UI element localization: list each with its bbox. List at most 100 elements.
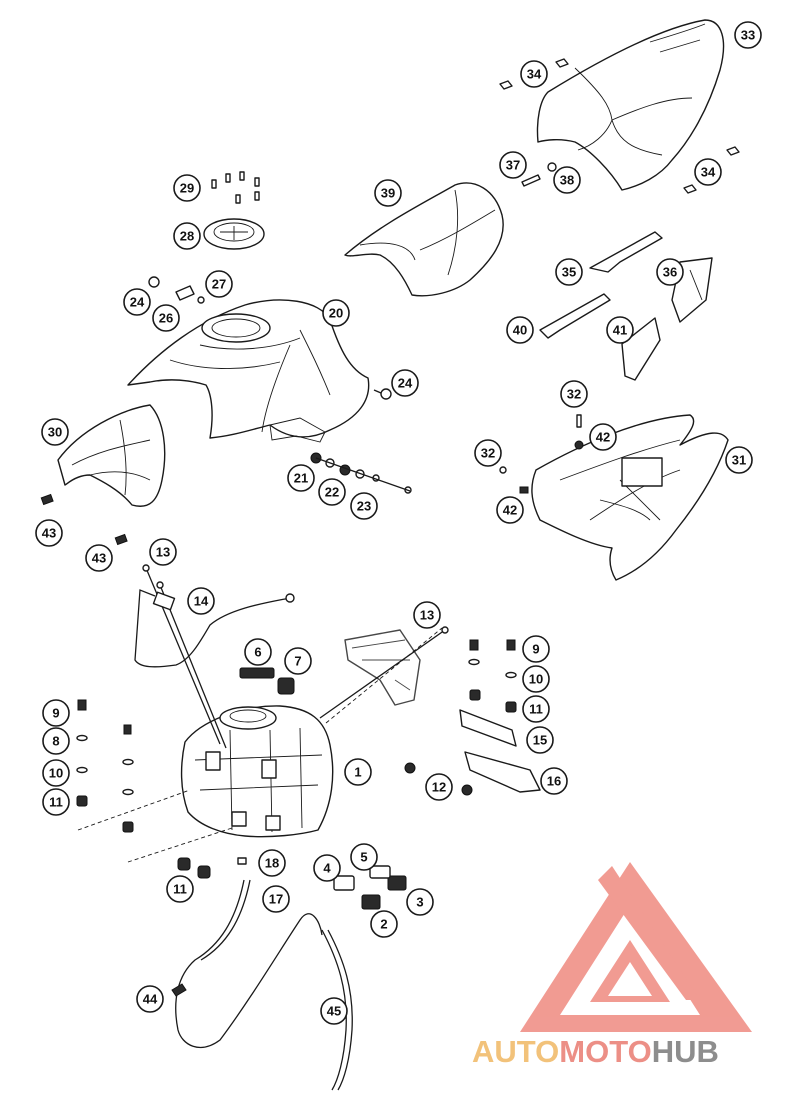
- callout-4: 4: [313, 854, 341, 882]
- screws-29: [211, 171, 260, 204]
- callout-circle: [42, 788, 70, 816]
- bracket-16: [464, 751, 541, 793]
- callout-label: 10: [49, 766, 63, 781]
- callout-9: 9: [42, 699, 70, 727]
- hose-45: [321, 929, 353, 1091]
- right-bolt-stack: [468, 639, 517, 713]
- callout-31: 31: [725, 446, 753, 474]
- callout-circle: [560, 380, 588, 408]
- callout-13: 13: [413, 601, 441, 629]
- tail-cover: [531, 414, 729, 581]
- watermark-hub: HUB: [652, 1034, 719, 1069]
- callout-15: 15: [526, 726, 554, 754]
- trim-35: [589, 231, 663, 273]
- callout-circle: [522, 635, 550, 663]
- callout-label: 9: [532, 642, 539, 657]
- watermark-moto: MOTO: [559, 1034, 651, 1069]
- callout-label: 17: [269, 892, 283, 907]
- callout-42: 42: [589, 423, 617, 451]
- callout-2: 2: [370, 910, 398, 938]
- callout-20: 20: [322, 299, 350, 327]
- trim-41: [621, 317, 661, 381]
- callout-label: 14: [194, 594, 209, 609]
- callout-9: 9: [522, 635, 550, 663]
- callout-circle: [522, 695, 550, 723]
- callout-circle: [496, 496, 524, 524]
- callout-label: 11: [49, 795, 63, 810]
- callout-label: 4: [323, 861, 331, 876]
- callout-43: 43: [85, 544, 113, 572]
- callout-circle: [474, 439, 502, 467]
- callout-1: 1: [344, 758, 372, 786]
- callout-circle: [656, 258, 684, 286]
- callout-label: 45: [327, 1004, 341, 1019]
- front-seat: [344, 182, 504, 297]
- callout-10: 10: [42, 759, 70, 787]
- callout-36: 36: [656, 258, 684, 286]
- clip-43-a: [40, 493, 54, 506]
- callout-circle: [350, 843, 378, 871]
- callout-label: 2: [380, 917, 387, 932]
- nut-12: [404, 762, 473, 796]
- callout-label: 30: [48, 425, 62, 440]
- callout-circle: [284, 647, 312, 675]
- bolt-24-a: [148, 276, 160, 288]
- callout-circle: [173, 174, 201, 202]
- callout-circle: [406, 888, 434, 916]
- callout-circle: [187, 587, 215, 615]
- callout-circle: [413, 601, 441, 629]
- callout-37: 37: [499, 151, 527, 179]
- callout-label: 24: [398, 376, 413, 391]
- callout-circle: [205, 270, 233, 298]
- callout-circle: [322, 299, 350, 327]
- callout-34: 34: [520, 60, 548, 88]
- callout-label: 34: [527, 67, 542, 82]
- sensor-wire-14: [134, 589, 295, 668]
- callout-circle: [589, 423, 617, 451]
- callout-24: 24: [391, 369, 419, 397]
- callout-label: 38: [560, 173, 574, 188]
- callout-circle: [425, 773, 453, 801]
- callout-circle: [553, 166, 581, 194]
- callout-label: 22: [325, 485, 339, 500]
- callout-circle: [522, 665, 550, 693]
- rubber-5: [369, 865, 391, 879]
- front-fairing: [57, 404, 166, 507]
- callout-circle: [350, 492, 378, 520]
- callout-38: 38: [553, 166, 581, 194]
- watermark-logo-icon: [520, 862, 752, 1032]
- callout-label: 40: [513, 323, 527, 338]
- callout-label: 43: [92, 551, 106, 566]
- callout-label: 44: [143, 992, 158, 1007]
- screw-32-a: [574, 414, 584, 450]
- callout-circle: [42, 727, 70, 755]
- bolt-24-b: [373, 388, 392, 400]
- callout-label: 21: [294, 471, 308, 486]
- callout-circle: [41, 418, 69, 446]
- callout-circle: [520, 60, 548, 88]
- callout-3: 3: [406, 888, 434, 916]
- callout-label: 41: [613, 323, 627, 338]
- callout-label: 32: [481, 446, 495, 461]
- callout-10: 10: [522, 665, 550, 693]
- fuel-cap: [203, 218, 265, 250]
- callout-circle: [136, 985, 164, 1013]
- callout-circle: [287, 464, 315, 492]
- tank-cover: [127, 299, 370, 443]
- callout-6: 6: [244, 638, 272, 666]
- callout-label: 11: [173, 882, 187, 897]
- callout-label: 29: [180, 181, 194, 196]
- callout-circle: [42, 759, 70, 787]
- callout-label: 35: [562, 265, 576, 280]
- callouts: 1234567899101011111112131314151617182021…: [35, 21, 762, 1025]
- fuel-tank: [180, 705, 334, 838]
- hose-17: [175, 879, 323, 1049]
- watermark-text: AUTOMOTOHUB: [472, 1034, 719, 1069]
- callout-24: 24: [123, 288, 151, 316]
- screw-37: [521, 162, 557, 187]
- callout-33: 33: [734, 21, 762, 49]
- callout-circle: [152, 304, 180, 332]
- callout-circle: [374, 179, 402, 207]
- pad-6: [239, 667, 275, 679]
- clip-43-b: [114, 533, 128, 546]
